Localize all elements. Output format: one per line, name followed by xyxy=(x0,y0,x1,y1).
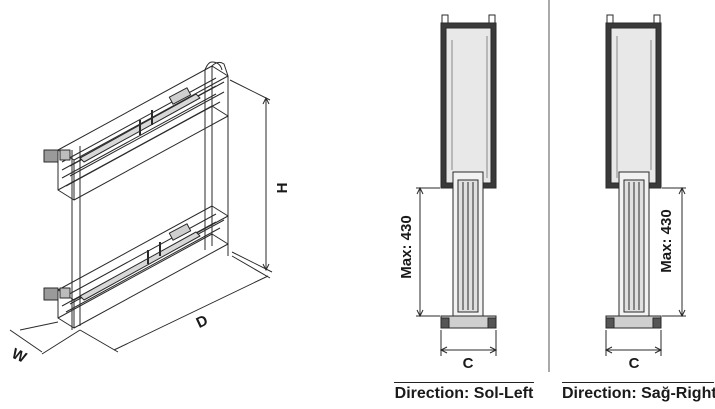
depth-dimension-label: D xyxy=(194,312,211,332)
width-dimension-label: W xyxy=(9,345,30,367)
caption-left-direction: Direction: Sol-Left xyxy=(394,382,534,409)
lower-basket xyxy=(43,205,229,329)
max-height-label-right: Max: 430 xyxy=(658,209,675,272)
front-view-right-direction xyxy=(604,14,686,356)
dimension-lines-left xyxy=(9,79,273,355)
c-label-right: C xyxy=(629,355,640,372)
max-height-label-left: Max: 430 xyxy=(398,215,415,278)
caption-right-direction: Direction: Sağ-Right xyxy=(562,382,715,409)
upper-basket xyxy=(43,65,229,201)
basket-unit-isometric xyxy=(43,61,229,330)
c-label-left: C xyxy=(463,355,474,372)
front-view-left-direction xyxy=(416,14,498,356)
height-dimension-label: H xyxy=(274,183,291,194)
